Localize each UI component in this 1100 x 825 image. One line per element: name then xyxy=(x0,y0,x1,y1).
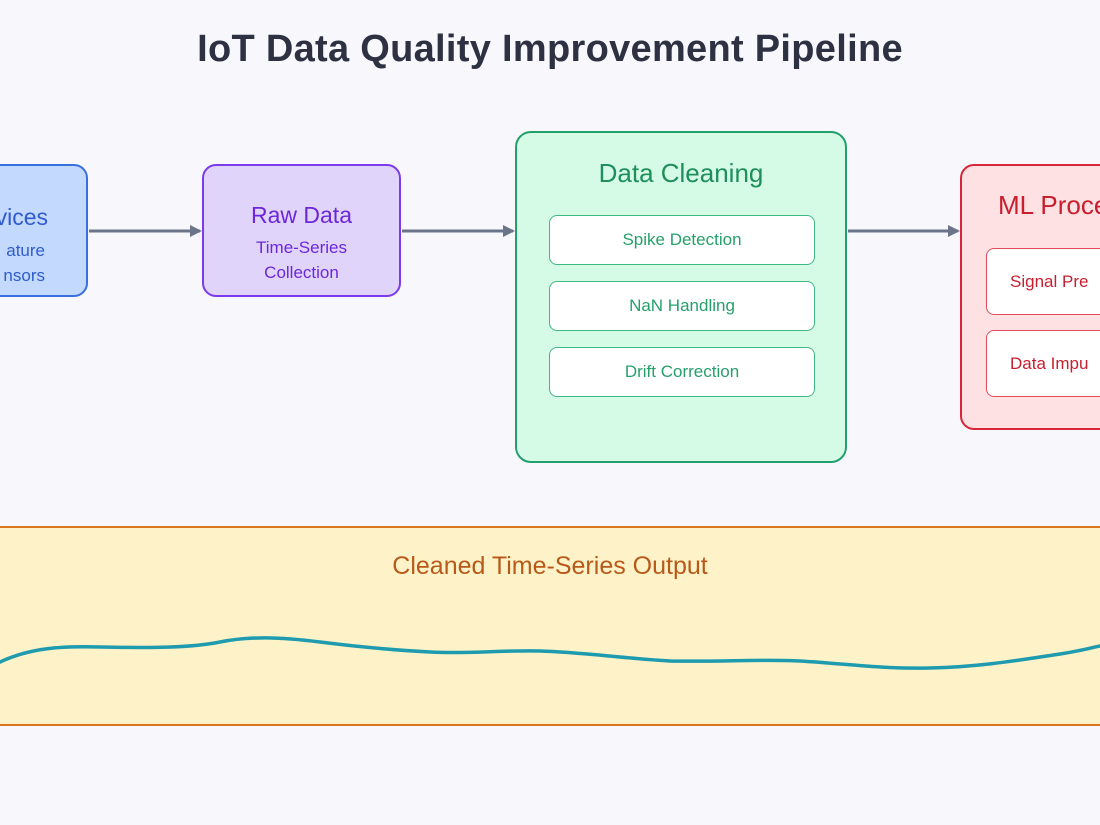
node-data-cleaning: Data Cleaning Spike Detection NaN Handli… xyxy=(515,131,847,463)
node-iot-devices-subtitle: ature nsors xyxy=(3,238,45,288)
diagram-title: IoT Data Quality Improvement Pipeline xyxy=(197,28,903,70)
node-iot-devices-title: vices xyxy=(0,204,48,230)
node-raw-data-title: Raw Data xyxy=(251,202,352,228)
output-panel-title: Cleaned Time-Series Output xyxy=(392,552,708,580)
node-raw-data-subtitle-line2: Collection xyxy=(264,263,339,282)
step-drift-correction: Drift Correction xyxy=(549,347,815,397)
node-raw-data-subtitle: Time-Series Collection xyxy=(204,235,399,285)
node-ml-processing: ML Proce Signal Pre Data Impu xyxy=(960,164,1100,430)
node-raw-data-subtitle-line1: Time-Series xyxy=(256,238,347,257)
output-panel xyxy=(0,526,1100,726)
step-spike-detection: Spike Detection xyxy=(549,215,815,265)
node-iot-devices: vices ature nsors xyxy=(0,164,88,297)
node-iot-devices-subtitle-line1: ature xyxy=(6,241,45,260)
node-iot-devices-subtitle-line2: nsors xyxy=(3,266,45,285)
node-raw-data: Raw Data Time-Series Collection xyxy=(202,164,401,297)
node-data-cleaning-title: Data Cleaning xyxy=(598,158,764,188)
step-nan-handling: NaN Handling xyxy=(549,281,815,331)
cleaned-signal-line xyxy=(0,636,1100,670)
node-ml-processing-title: ML Proce xyxy=(998,190,1100,220)
step-signal-preprocessing: Signal Pre xyxy=(986,248,1100,315)
step-data-imputation: Data Impu xyxy=(986,330,1100,397)
